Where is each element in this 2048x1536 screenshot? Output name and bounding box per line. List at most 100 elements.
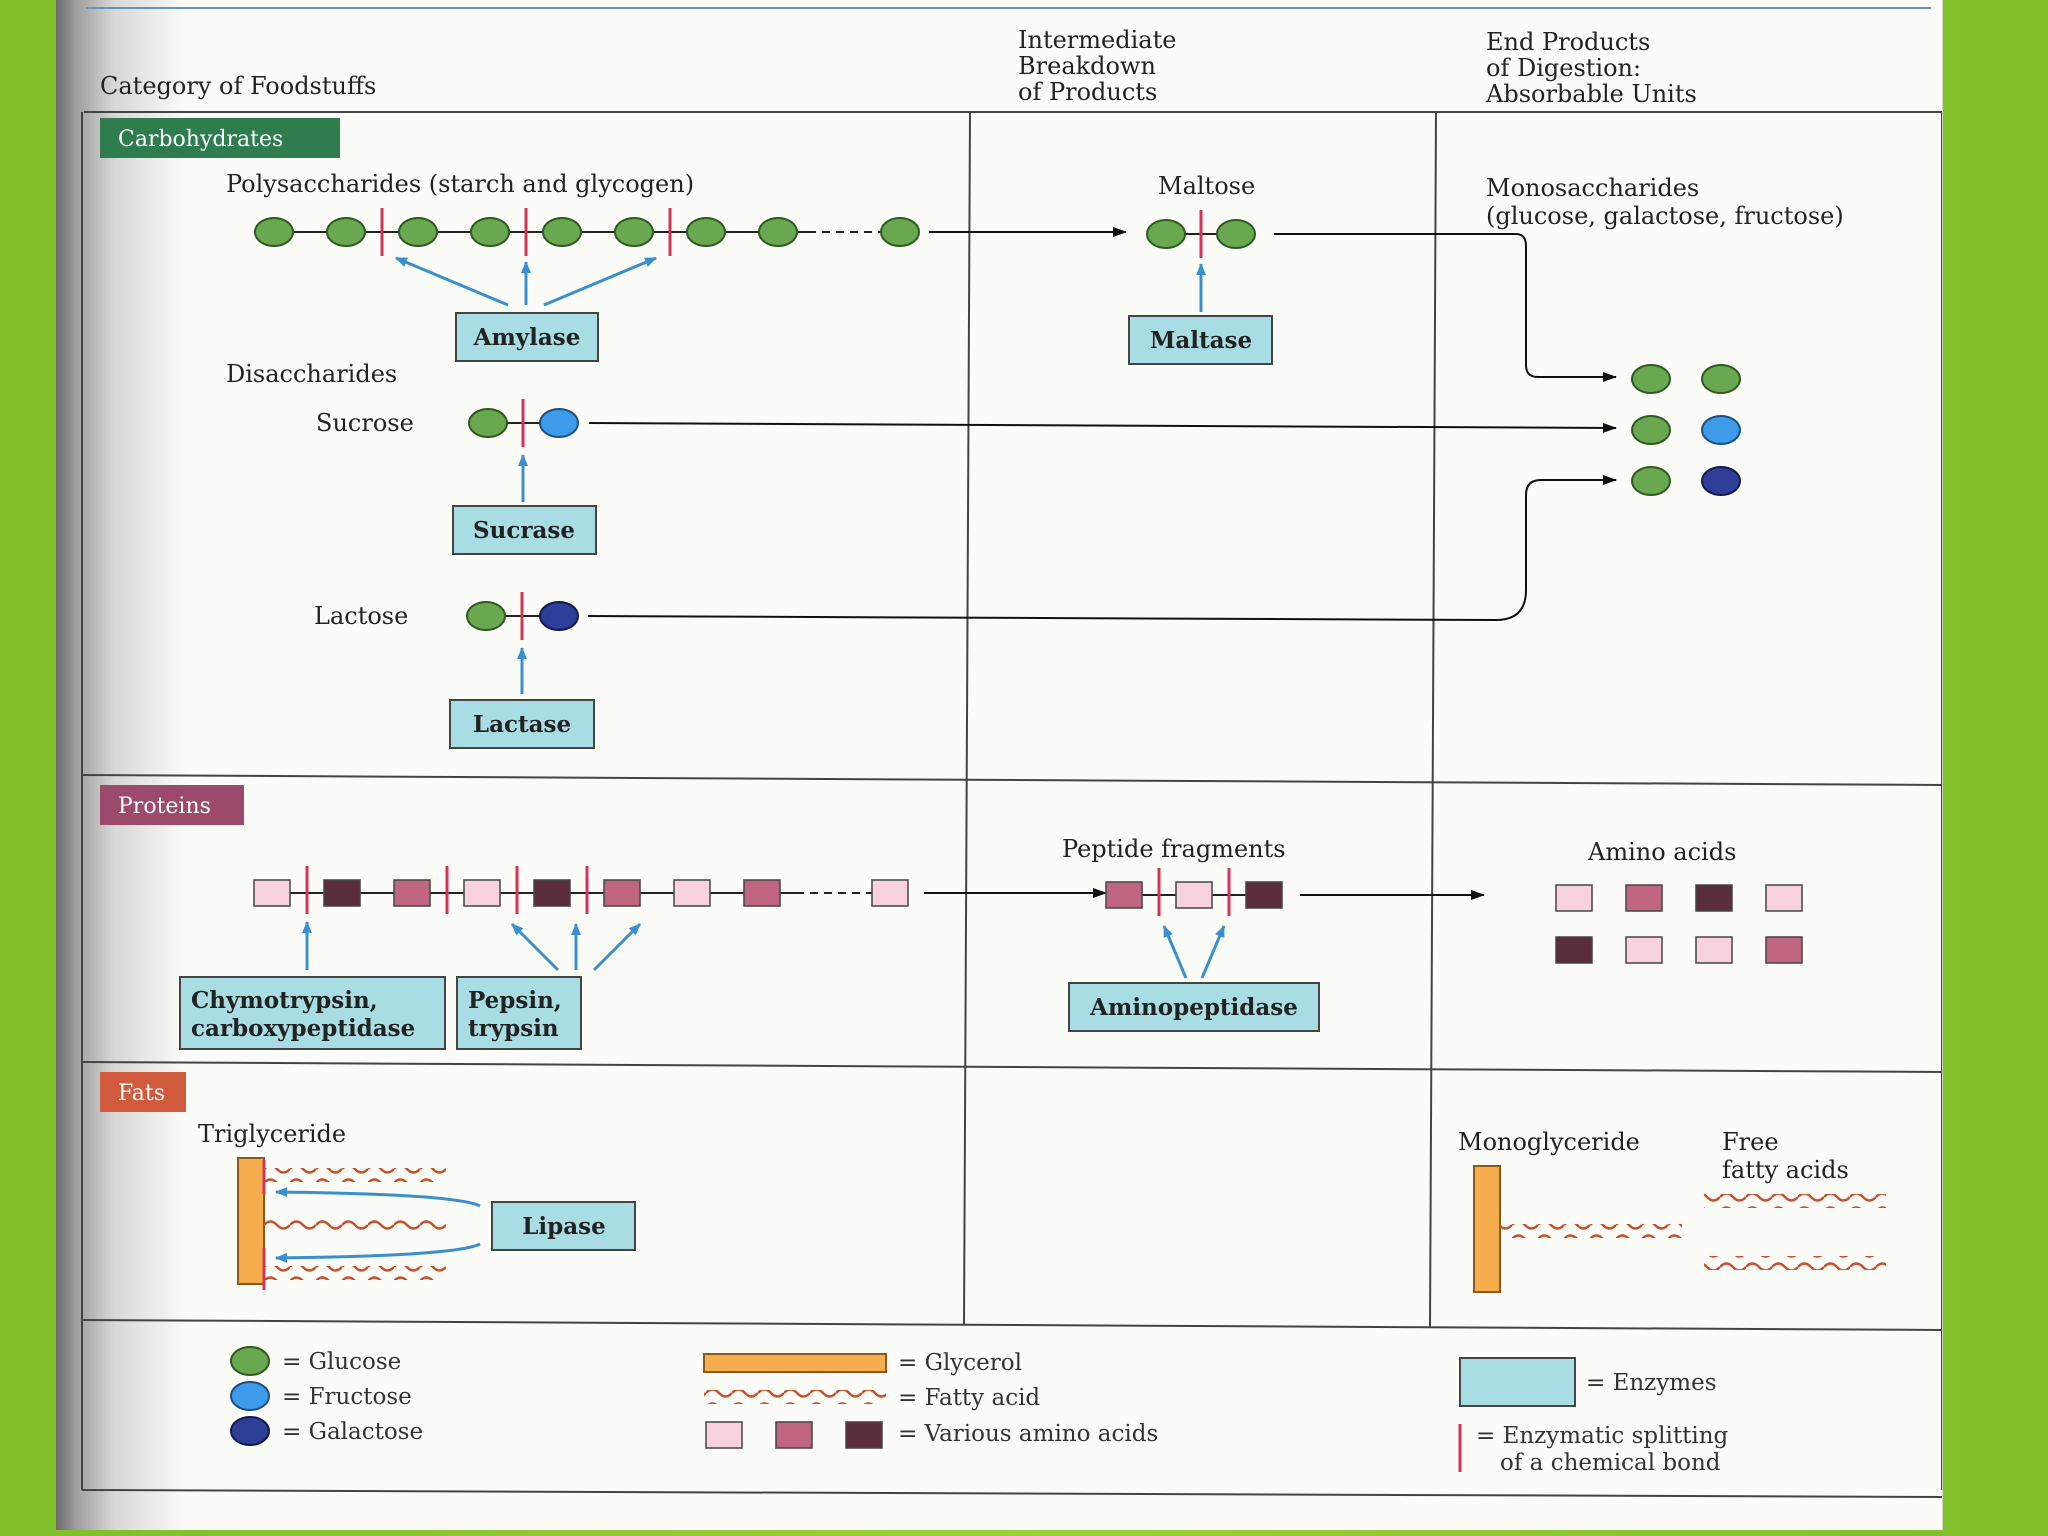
protein-chain <box>253 866 909 914</box>
amino-acid-unit <box>1555 936 1593 964</box>
pepsin-label-line1: Pepsin, <box>468 987 562 1014</box>
maltase-label: Maltase <box>1150 327 1252 354</box>
header-category: Category of Foodstuffs <box>100 72 376 100</box>
glucose-unit <box>470 217 510 247</box>
amino-acid-unit <box>1105 881 1143 909</box>
carbohydrates-tag-label: Carbohydrates <box>118 127 283 152</box>
triglyceride-molecule <box>237 1157 446 1290</box>
free-fatty-acid-chain <box>1704 1194 1886 1208</box>
lactose-to-monosaccharides-arrow <box>587 475 1617 622</box>
header-intermediate-line3: of Products <box>1018 78 1157 106</box>
glucose-unit <box>1631 466 1671 496</box>
aminopeptidase-arrows <box>1162 925 1226 979</box>
header-end-line1: End Products <box>1486 28 1650 56</box>
glucose-unit <box>542 217 582 247</box>
amino-acid-unit <box>603 879 641 907</box>
book-spine-shadow <box>56 0 186 1530</box>
amino-acid-unit <box>1175 881 1213 909</box>
fructose-unit <box>1701 415 1741 445</box>
galactose-unit <box>539 601 579 631</box>
amino-acid-unit <box>743 879 781 907</box>
glycerol-unit <box>237 1157 265 1285</box>
header-end-line2: of Digestion: <box>1486 54 1641 82</box>
legend-amino-light-swatch <box>705 1421 743 1449</box>
fatty-acid-chain <box>264 1168 446 1182</box>
header-end-line3: Absorbable Units <box>1485 80 1697 108</box>
free-fatty-acids-label-line1: Free <box>1722 1128 1779 1156</box>
fatty-acid-chain <box>1500 1224 1682 1238</box>
legend-amino-acids-label: = Various amino acids <box>898 1421 1158 1447</box>
amino-acid-units <box>1555 884 1803 964</box>
amino-acid-unit <box>1555 884 1593 912</box>
glucose-unit <box>468 408 508 438</box>
sucrose-to-monosaccharides-arrow <box>588 422 1617 433</box>
glycerol-unit <box>1473 1165 1501 1293</box>
maltose-label: Maltose <box>1158 172 1255 200</box>
legend-glycerol-label: = Glycerol <box>898 1350 1022 1376</box>
amino-acid-unit <box>533 879 571 907</box>
amino-acid-unit <box>1695 884 1733 912</box>
carbohydrates-tag: Carbohydrates <box>100 118 340 158</box>
polysaccharide-chain <box>254 208 920 256</box>
legend-fatty-acid-label: = Fatty acid <box>898 1385 1040 1411</box>
glucose-unit <box>466 601 506 631</box>
glucose-unit <box>880 217 920 247</box>
glucose-unit <box>614 217 654 247</box>
lactase-enzyme-box: Lactase <box>449 699 595 749</box>
glucose-unit <box>254 217 294 247</box>
digestion-diagram: Category of Foodstuffs Intermediate Brea… <box>81 7 1942 1498</box>
glucose-unit <box>1631 364 1671 394</box>
amino-acid-unit <box>463 879 501 907</box>
glucose-unit <box>398 217 438 247</box>
pepsin-arrows <box>510 922 642 972</box>
lactose-molecule <box>466 592 579 640</box>
legend-galactose-label: = Galactose <box>282 1419 423 1445</box>
fats-tag: Fats <box>100 1072 186 1112</box>
glucose-unit <box>1146 219 1186 249</box>
amino-acid-unit <box>1765 884 1803 912</box>
lipase-enzyme-box: Lipase <box>491 1201 636 1251</box>
lactose-label: Lactose <box>314 602 408 630</box>
legend-splitting-label-line2: of a chemical bond <box>1500 1450 1721 1476</box>
sucrase-enzyme-box: Sucrase <box>452 505 597 555</box>
free-fatty-acid-chain <box>1704 1256 1886 1270</box>
monosaccharides-label-line2: (glucose, galactose, fructose) <box>1486 202 1844 230</box>
fructose-unit <box>539 408 579 438</box>
amino-acid-unit <box>323 879 361 907</box>
monoglyceride-molecule <box>1473 1165 1682 1293</box>
monosaccharides-label-line1: Monosaccharides <box>1486 174 1699 202</box>
chymotrypsin-label-line2: carboxypeptidase <box>191 1015 415 1042</box>
sucrase-label: Sucrase <box>473 517 575 544</box>
monoglyceride-label: Monoglyceride <box>1458 1128 1640 1156</box>
pepsin-enzyme-box: Pepsin, trypsin <box>456 976 582 1050</box>
monosaccharide-units <box>1631 364 1741 496</box>
amylase-label: Amylase <box>473 324 581 351</box>
fatty-acid-chain <box>264 1266 446 1280</box>
legend-galactose-swatch <box>230 1416 270 1446</box>
glucose-unit <box>758 217 798 247</box>
amino-acid-unit <box>1625 884 1663 912</box>
triglyceride-label: Triglyceride <box>198 1120 346 1148</box>
lipase-arrows <box>275 1187 481 1263</box>
legend-fructose-label: = Fructose <box>282 1384 412 1410</box>
fats-tag-label: Fats <box>118 1081 165 1106</box>
textbook-page: Category of Foodstuffs Intermediate Brea… <box>56 0 1943 1530</box>
sucrose-molecule <box>468 399 579 447</box>
amino-acid-unit <box>1765 936 1803 964</box>
chymotrypsin-label-line1: Chymotrypsin, <box>191 987 378 1014</box>
disaccharides-label: Disaccharides <box>226 360 397 388</box>
legend-fructose-swatch <box>230 1381 270 1411</box>
galactose-unit <box>1701 466 1741 496</box>
peptide-fragment <box>1105 868 1283 916</box>
header-intermediate-line2: Breakdown <box>1018 52 1156 80</box>
amino-acid-unit <box>1625 936 1663 964</box>
proteins-tag-label: Proteins <box>118 794 211 819</box>
maltose-to-monosaccharides-arrow <box>1274 233 1617 382</box>
legend-enzymes-label: = Enzymes <box>1586 1370 1717 1396</box>
amino-acid-unit <box>673 879 711 907</box>
legend-glucose-label: = Glucose <box>282 1349 401 1375</box>
proteins-tag: Proteins <box>100 785 244 825</box>
sucrose-label: Sucrose <box>316 409 414 437</box>
amino-acid-unit <box>871 879 909 907</box>
amino-acids-label: Amino acids <box>1587 838 1736 866</box>
